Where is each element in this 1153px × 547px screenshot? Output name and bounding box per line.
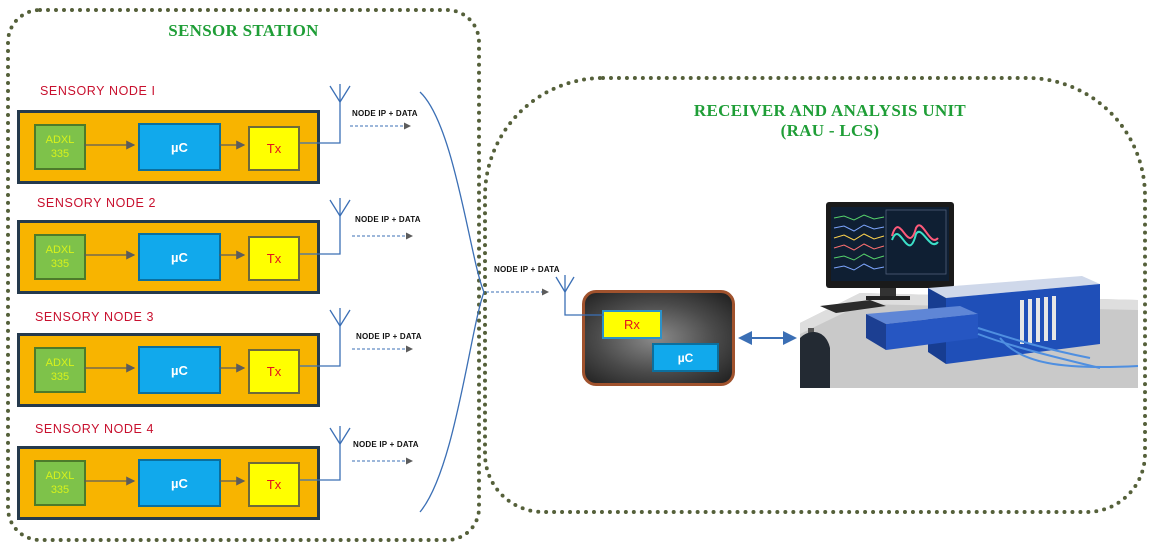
receiver-module: Rx µC (582, 290, 735, 386)
node-2-microcontroller: µC (138, 233, 221, 281)
node-4-transmitter: Tx (248, 462, 300, 507)
node-1-microcontroller: µC (138, 123, 221, 171)
node-4-label: SENSORY NODE 4 (35, 422, 155, 436)
node-2-label: SENSORY NODE 2 (37, 196, 157, 210)
sensor-station-title: SENSOR STATION (168, 21, 319, 40)
node-2-transmitter: Tx (248, 236, 300, 281)
receiver-rx: Rx (602, 310, 662, 339)
instrument-icon (886, 314, 978, 350)
node-4-microcontroller: µC (138, 459, 221, 507)
combine-bracket (419, 91, 485, 513)
rau-input-data-label: NODE IP + DATA (494, 265, 560, 274)
node-3-microcontroller: µC (138, 346, 221, 394)
node-1-antenna-icon (300, 84, 351, 144)
receiver-antenna-icon (555, 275, 604, 316)
receiver-microcontroller: µC (652, 343, 719, 372)
node-2-antenna-icon (300, 198, 351, 255)
node-4-antenna-icon (300, 426, 351, 481)
analysis-workstation-image (800, 188, 1138, 388)
node-1-transmitter: Tx (248, 126, 300, 171)
node-3-label: SENSORY NODE 3 (35, 310, 155, 324)
rau-title-line1: RECEIVER AND ANALYSIS UNIT (693, 101, 967, 120)
rau-title: RECEIVER AND ANALYSIS UNIT (RAU - LCS) (600, 101, 1060, 141)
node-4-data-label: NODE IP + DATA (353, 440, 419, 449)
rau-title-line2: (RAU - LCS) (780, 121, 880, 140)
receiver-analysis-unit-frame (483, 76, 1147, 514)
node-1-label: SENSORY NODE I (40, 84, 156, 98)
node-1-data-label: NODE IP + DATA (352, 109, 418, 118)
node-2-data-label: NODE IP + DATA (355, 215, 421, 224)
node-3-transmitter: Tx (248, 349, 300, 394)
node-3-antenna-icon (300, 308, 351, 367)
node-3-data-label: NODE IP + DATA (356, 332, 422, 341)
